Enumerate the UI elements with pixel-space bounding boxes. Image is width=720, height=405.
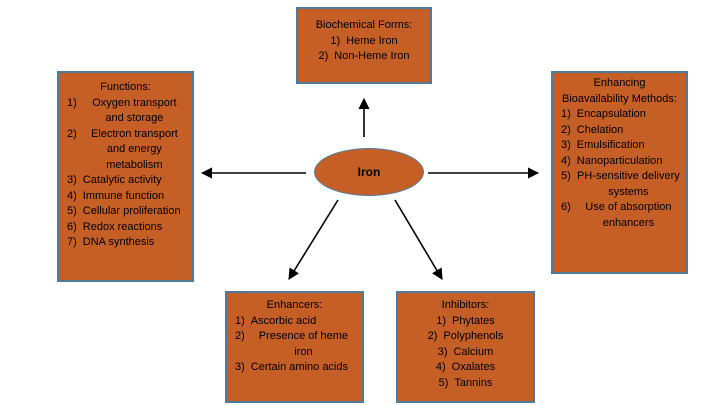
enhancers-title: Enhancers: <box>266 299 323 311</box>
item-number: 3) <box>437 345 448 358</box>
item-number: 2) <box>318 50 329 62</box>
item-number: 3) <box>235 361 245 373</box>
inhibitors-list: 1) Phytates 2) Polyphenols 3) Calcium 4) Oxa… <box>404 314 527 392</box>
functions-box: Functions: 1) Oxygen transport and storag… <box>57 71 194 282</box>
list-item: 3) Emulsification <box>559 138 680 154</box>
list-item: 2) Chelation <box>559 123 680 139</box>
item-number: 1) <box>330 34 341 47</box>
list-item: 3) Calcium <box>404 345 527 361</box>
item-text: Oxygen transport and storage <box>92 96 177 125</box>
item-text: Redox reactions <box>82 220 163 233</box>
biochemical-forms-box: Biochemical Forms: 1) Heme Iron 2) Non-Hem… <box>296 7 432 84</box>
item-number: 6) <box>67 220 77 233</box>
item-number: 3) <box>561 139 571 151</box>
list-item: 1) Oxygen transport and storage <box>65 96 186 127</box>
item-number: 1) <box>235 314 245 327</box>
item-text: Tannins <box>454 376 493 389</box>
item-number: 1) <box>67 96 77 109</box>
item-text: Electron transport and energy metabolism <box>90 127 178 171</box>
iron-label: Iron <box>357 165 381 179</box>
item-text: Heme Iron <box>346 34 398 47</box>
item-text: Presence of heme iron <box>258 330 349 358</box>
enhancers-list: 1)Ascorbic acid 2)Presence of heme iron … <box>233 314 356 376</box>
list-item: 1) Phytates <box>404 314 527 330</box>
item-number: 6) <box>561 201 571 213</box>
list-item: 3) Certain amino acids <box>233 360 356 376</box>
biochemical-forms-title: Biochemical Forms: <box>315 19 413 31</box>
functions-list: 1) Oxygen transport and storage 2) Electro… <box>65 96 186 251</box>
inhibitors-title: Inhibitors: <box>441 299 490 311</box>
list-item: 4) Oxalates <box>404 360 527 376</box>
item-number: 3) <box>67 174 77 186</box>
list-item: 4) Immune function <box>65 189 186 205</box>
item-text: PH-sensitive delivery systems <box>577 170 680 198</box>
inhibitors-box: Inhibitors: 1) Phytates 2) Polyphenols 3) C… <box>396 291 535 403</box>
enhancers-box: Enhancers: 1) Ascorbic acid 2) Presence of… <box>225 291 364 403</box>
item-text: Certain amino acids <box>250 361 348 373</box>
list-item: 5) Tannins <box>404 376 527 392</box>
list-item: 1) Heme Iron <box>304 34 424 50</box>
item-text: Chelation <box>576 123 624 136</box>
enhancing-methods-list: 1) Encapsulation 2) Chelation 3) Emulsifica… <box>559 107 680 231</box>
item-text: Catalytic activity <box>82 174 162 186</box>
item-text: Encapsulation <box>576 108 646 120</box>
enhancing-methods-title: Enhancing Bioavailability Methods: <box>562 77 677 105</box>
arrow-to-enhancers <box>288 199 339 280</box>
item-text: Phytates <box>451 314 495 327</box>
item-number: 2) <box>235 330 245 342</box>
functions-title: Functions: <box>100 81 151 93</box>
list-item: 2) Non-Heme Iron <box>304 49 424 65</box>
list-item: 5) PH-sensitive delivery systems <box>559 169 680 200</box>
arrow-to-inhibitors <box>394 199 443 280</box>
item-number: 4) <box>435 361 446 373</box>
list-item: 2) Presence of heme iron <box>233 329 356 360</box>
list-item: 7) DNA synthesis <box>65 235 186 251</box>
item-text: Emulsification <box>576 139 645 151</box>
item-text: Oxalates <box>451 361 496 373</box>
item-text: Use of absorption enhancers <box>585 201 672 229</box>
item-number: 5) <box>67 205 77 217</box>
iron-center-node: Iron <box>314 148 424 196</box>
item-text: Immune function <box>82 189 165 202</box>
item-text: Cellular proliferation <box>82 205 181 217</box>
biochemical-forms-list: 1) Heme Iron 2) Non-Heme Iron <box>304 34 424 65</box>
item-number: 2) <box>561 123 571 136</box>
item-number: 5) <box>561 170 571 182</box>
item-text: Calcium <box>453 345 494 358</box>
list-item: 2) Electron transport and energy metaboli… <box>65 127 186 174</box>
list-item: 6) Use of absorption enhancers <box>559 200 680 231</box>
enhancing-methods-box: Enhancing Bioavailability Methods: 1) Enc… <box>551 71 688 274</box>
item-text: Polyphenols <box>443 330 504 342</box>
item-text: Nanoparticulation <box>576 154 663 167</box>
list-item: 2) Polyphenols <box>404 329 527 345</box>
list-item: 5) Cellular proliferation <box>65 204 186 220</box>
list-item: 4) Nanoparticulation <box>559 154 680 170</box>
item-number: 1) <box>561 108 571 120</box>
item-number: 4) <box>67 189 77 202</box>
list-item: 1) Encapsulation <box>559 107 680 123</box>
item-number: 4) <box>561 154 571 167</box>
item-number: 2) <box>427 330 438 342</box>
item-number: 5) <box>438 376 449 389</box>
list-item: 1) Ascorbic acid <box>233 314 356 330</box>
item-number: 1) <box>436 314 446 327</box>
item-text: DNA synthesis <box>82 236 155 248</box>
list-item: 3) Catalytic activity <box>65 173 186 189</box>
item-number: 2) <box>67 127 77 140</box>
item-text: Non-Heme Iron <box>334 50 410 62</box>
item-number: 7) <box>67 236 77 248</box>
item-text: Ascorbic acid <box>250 314 317 327</box>
list-item: 6) Redox reactions <box>65 220 186 236</box>
